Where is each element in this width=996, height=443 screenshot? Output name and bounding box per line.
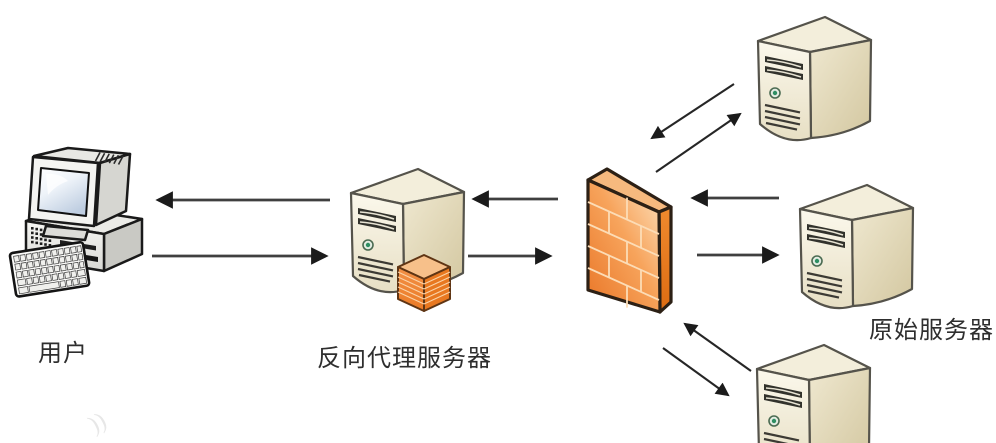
connection-arrows <box>152 83 780 397</box>
arrow-origin-server-3-to-firewall <box>683 322 752 372</box>
monitor-side <box>94 152 132 227</box>
reverse-proxy-label: 反向代理服务器 <box>317 346 492 372</box>
keyboard <box>8 240 91 298</box>
proxy-cache-cube <box>397 254 451 312</box>
firewall-icon <box>586 167 673 314</box>
monitor-stand <box>41 224 90 242</box>
screen-glare <box>46 173 68 195</box>
user-label: 用户 <box>38 341 88 367</box>
origin-servers-label: 原始服务器 <box>869 318 994 344</box>
origin-server-3-icon <box>755 343 872 443</box>
firewall-front-face <box>586 178 662 314</box>
keyboard-keys <box>13 245 88 295</box>
arrow-firewall-to-origin-server-3 <box>662 347 730 397</box>
cube-stripes <box>397 271 451 305</box>
user-computer-icon <box>8 146 144 298</box>
brick-mortar-lines <box>587 197 660 308</box>
origin-server-1-icon <box>756 15 873 142</box>
origin-server-2-icon <box>798 183 915 310</box>
monitor-screen <box>37 167 90 217</box>
monitor-vents <box>94 152 124 165</box>
cube-front <box>397 266 425 312</box>
reverse-proxy-server-icon <box>349 167 466 312</box>
arrow-origin-server-1-to-firewall <box>650 83 735 140</box>
arrow-firewall-to-origin-server-1 <box>655 112 742 173</box>
